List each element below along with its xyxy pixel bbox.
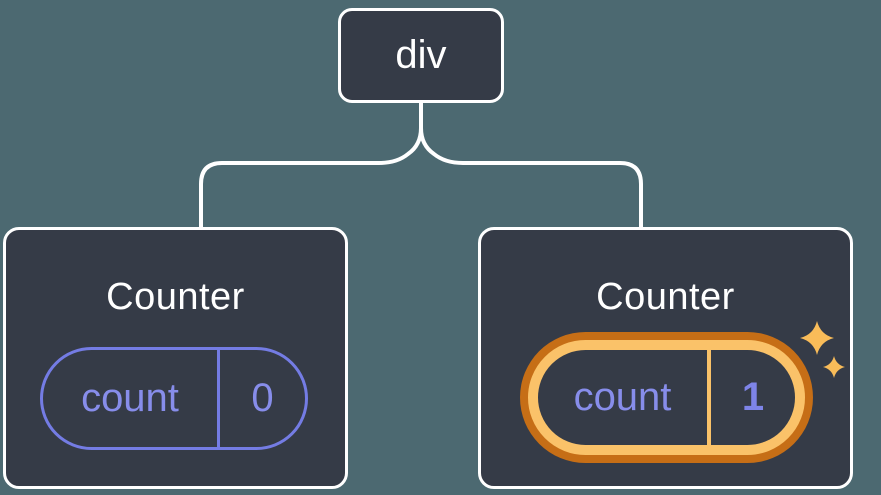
state-value: 0 bbox=[251, 376, 274, 420]
connector-left-branch bbox=[199, 101, 423, 229]
counter-node-right: Counter count 1 bbox=[478, 227, 853, 489]
state-value-cell: 0 bbox=[220, 350, 305, 447]
state-value-cell: 1 bbox=[711, 350, 795, 445]
state-key-label: count bbox=[81, 376, 179, 420]
sparkles-icon bbox=[800, 321, 845, 378]
connector-right-branch bbox=[419, 101, 643, 229]
state-key-cell: count bbox=[538, 350, 711, 445]
state-pill-highlighted: count 1 bbox=[528, 340, 805, 455]
counter-title: Counter bbox=[596, 276, 735, 318]
state-pill: count 0 bbox=[40, 347, 308, 450]
sparkle-small bbox=[823, 356, 845, 378]
state-value: 1 bbox=[741, 375, 765, 419]
counter-node-left: Counter count 0 bbox=[3, 227, 348, 489]
counter-title: Counter bbox=[106, 276, 245, 318]
root-node-label: div bbox=[395, 33, 447, 77]
state-key-cell: count bbox=[43, 350, 220, 447]
root-node-div: div bbox=[338, 8, 504, 103]
state-key-label: count bbox=[573, 375, 672, 419]
sparkle-large bbox=[800, 321, 834, 355]
